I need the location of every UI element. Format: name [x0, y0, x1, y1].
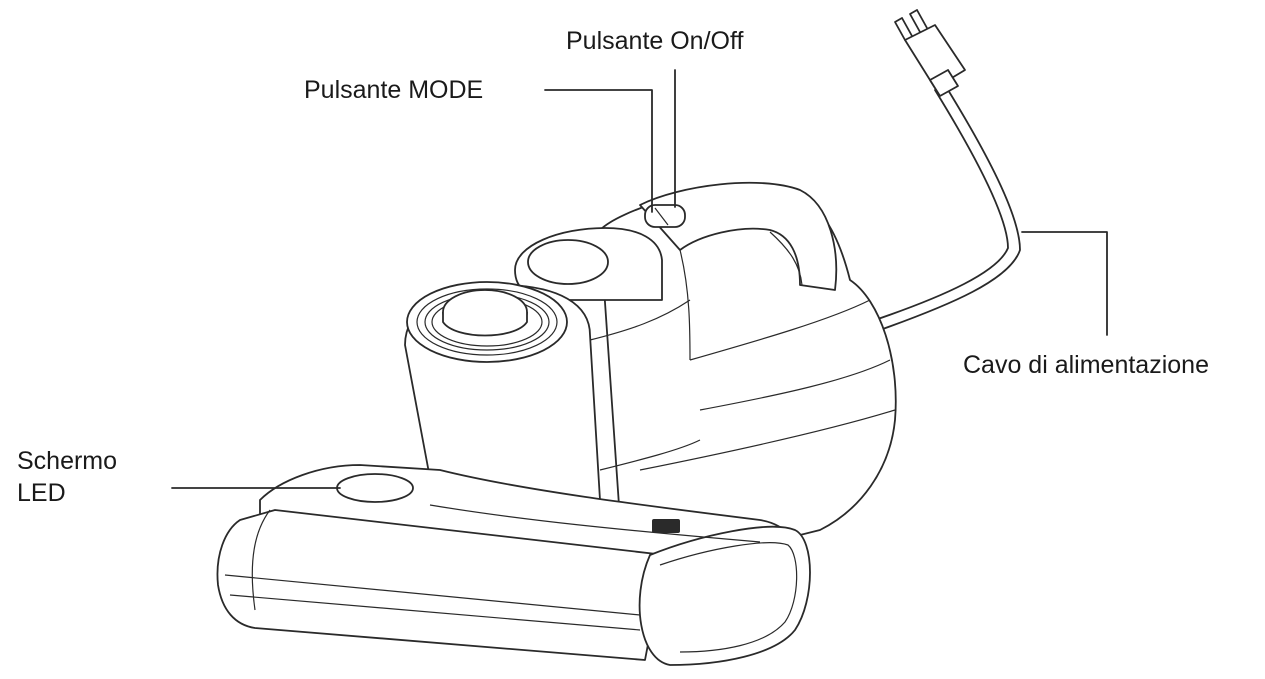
label-led-screen-line1: Schermo	[17, 447, 118, 475]
label-mode-button: Pulsante MODE	[304, 76, 484, 104]
brush-head	[216, 464, 811, 666]
label-led-screen-line2: LED	[17, 479, 66, 507]
label-power-cord: Cavo di alimentazione	[963, 351, 1209, 379]
power-cord-drawing	[874, 9, 1021, 331]
vacuum-body	[404, 181, 897, 546]
leader-power-cord	[1021, 231, 1108, 336]
label-on-off-button: Pulsante On/Off	[566, 27, 744, 55]
leader-lines	[171, 69, 1108, 489]
leader-mode	[544, 89, 653, 213]
